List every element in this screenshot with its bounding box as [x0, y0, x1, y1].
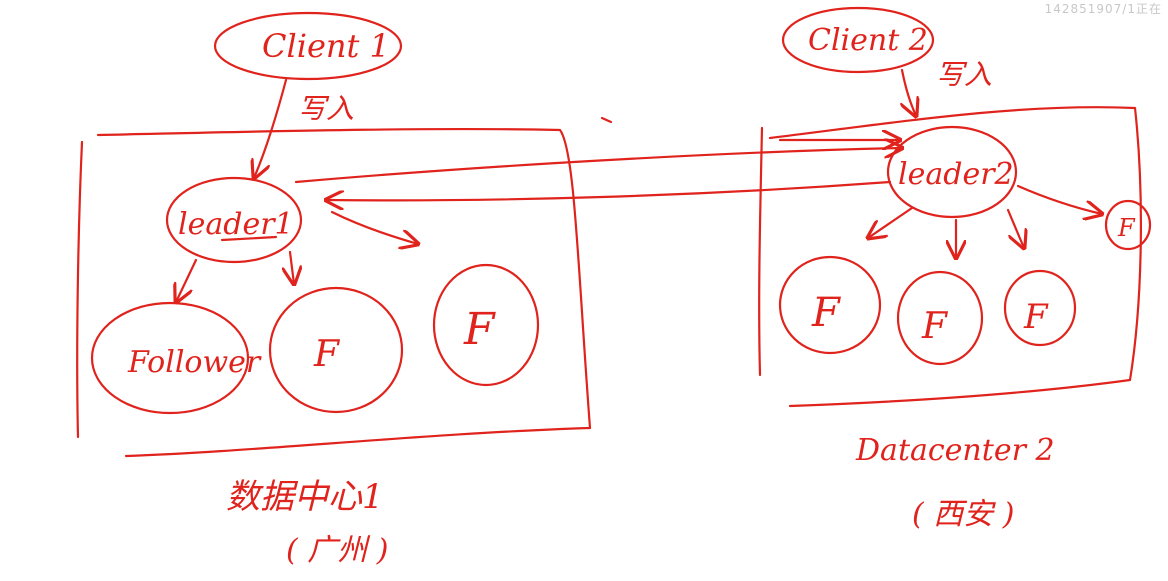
- client1-write-label: 写入: [298, 92, 354, 125]
- dc2-follower-2-ellipse: [896, 270, 984, 366]
- leader2-ellipse: [886, 125, 1018, 219]
- leader2-label: leader2: [898, 157, 1014, 192]
- datacenter1-box: [76, 127, 592, 458]
- dc2-follower-1-label: F: [811, 290, 841, 336]
- leader1-label: leader1: [178, 207, 294, 242]
- dc2-follower-4-ellipse: [1104, 199, 1152, 251]
- dc1-follower-2-label: F: [313, 334, 341, 375]
- client1-ellipse: [213, 11, 403, 81]
- dc1-follower-1-label: Follower: [127, 345, 262, 380]
- dc1-follower-3-label: F: [463, 304, 496, 355]
- dc2-subtitle: ( 西安 ): [912, 497, 1014, 532]
- dc1-follower-3-ellipse: [432, 263, 540, 387]
- client2-to-leader2-arrow: [902, 68, 916, 116]
- datacenter2-box: [758, 106, 1142, 408]
- dc1-follower-1-ellipse: [90, 301, 250, 415]
- dc1-title: 数据中心1: [226, 477, 384, 517]
- dc2-follower-1-ellipse: [778, 255, 882, 355]
- dc2-follower-2-label: F: [921, 306, 949, 347]
- client1-label: Client 1: [262, 27, 390, 65]
- client2-label: Client 2: [808, 23, 928, 58]
- watermark-text: 142851907/1正在: [1044, 2, 1162, 16]
- leader1-to-follower2-arrow: [290, 250, 294, 284]
- dc1-subtitle: ( 广州 ): [286, 533, 388, 568]
- leader1-to-leader2-arrow: [294, 148, 902, 184]
- leader1-to-follower3-arrow: [330, 210, 418, 244]
- leader1-underline: [220, 235, 278, 242]
- dc2-follower-4-label: F: [1117, 214, 1136, 242]
- leader1-ellipse: [165, 176, 303, 264]
- dc1-follower-2-ellipse: [268, 286, 404, 414]
- client2-write-label: 写入: [936, 58, 992, 91]
- leader2-to-leader1-arrow: [326, 180, 892, 200]
- leader1-to-follower1-arrow: [176, 258, 198, 302]
- client1-to-leader1-arrow: [254, 78, 288, 178]
- leader2-to-follower3-arrow: [1006, 208, 1024, 248]
- stray-mark: [600, 116, 613, 124]
- dc2-title: Datacenter 2: [855, 433, 1055, 468]
- leader2-to-follower4-arrow: [1016, 184, 1102, 214]
- dc2-follower-3-ellipse: [1003, 269, 1077, 347]
- dc2-follower-3-label: F: [1023, 297, 1049, 337]
- client2-ellipse: [781, 6, 935, 74]
- leader2-to-follower1-arrow: [868, 206, 914, 238]
